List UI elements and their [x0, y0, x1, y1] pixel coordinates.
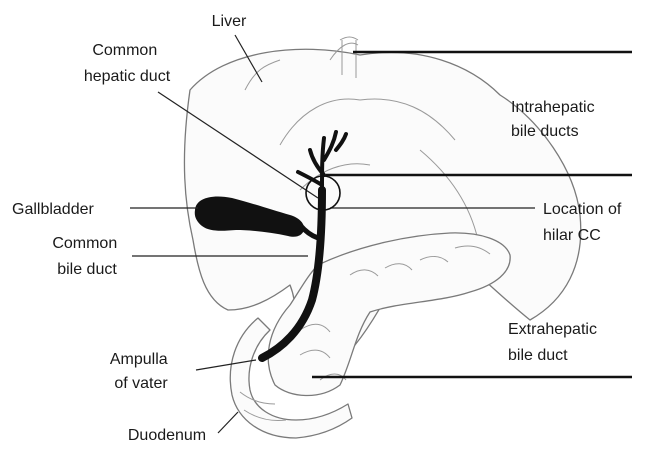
label-liver: Liver [212, 13, 247, 30]
label-ampulla-of-vater: Ampulla of vater [110, 351, 172, 392]
label-gallbladder: Gallbladder [12, 201, 95, 218]
label-common-bile-duct: Common bile duct [52, 235, 121, 278]
label-duodenum: Duodenum [128, 427, 206, 444]
label-common-hepatic-duct: Common hepatic duct [84, 42, 171, 85]
label-extrahepatic-bile-duct: Extrahepatic bile duct [508, 321, 601, 364]
leader-duodenum [218, 412, 238, 433]
